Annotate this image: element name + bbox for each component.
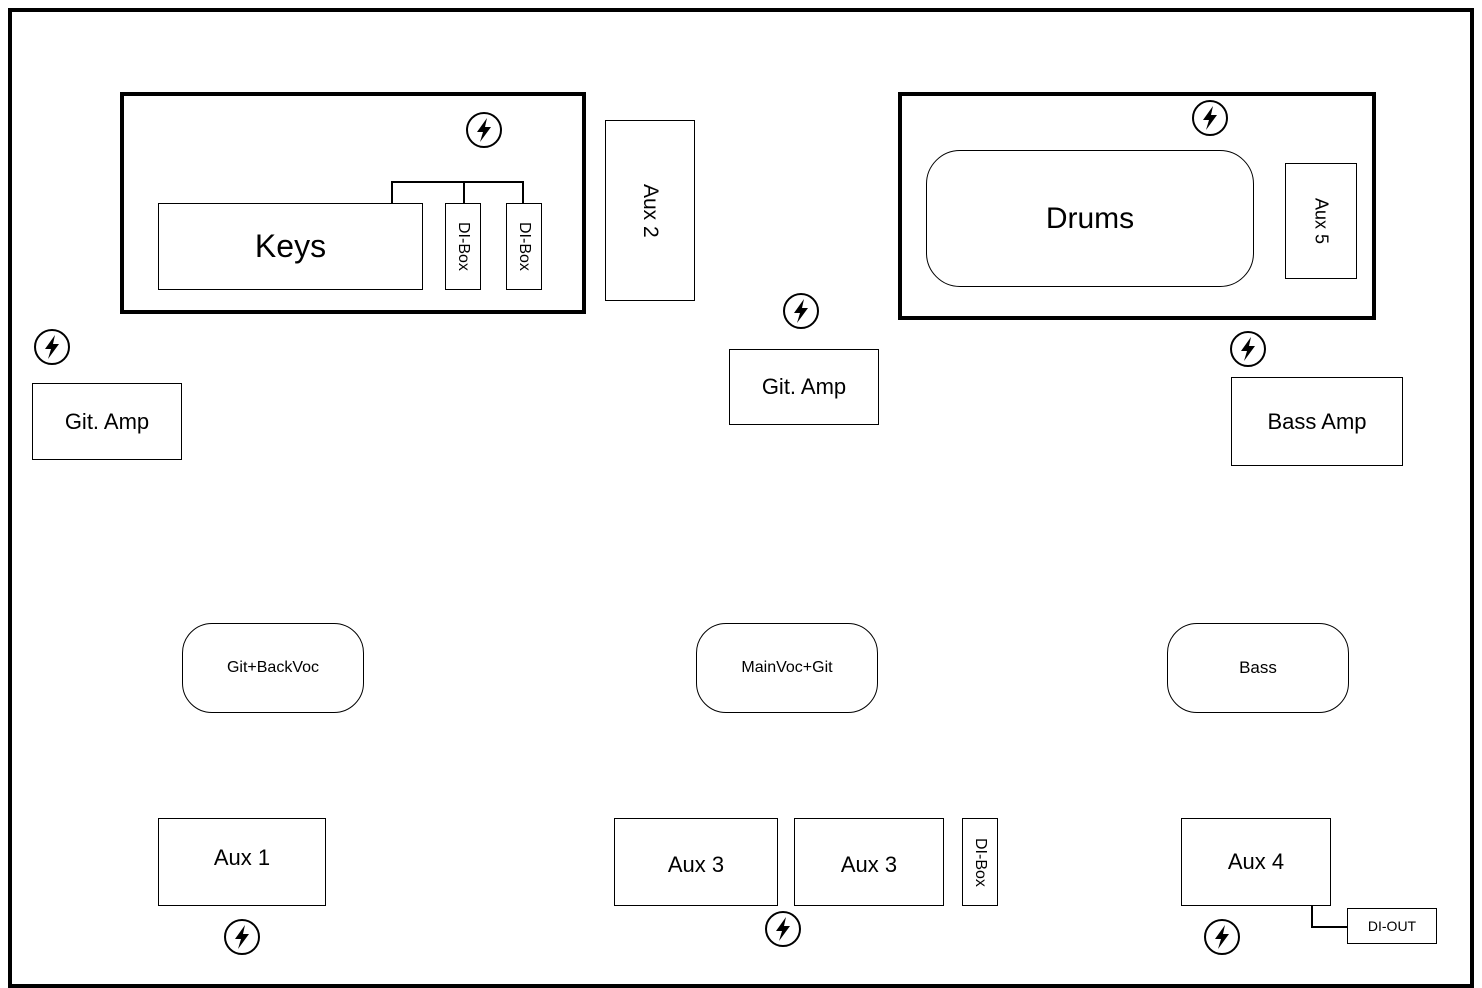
mainvoc-git-label: MainVoc+Git <box>741 659 833 676</box>
git-amp-left-label: Git. Amp <box>64 408 150 434</box>
di-box-2-label: DI-Box <box>516 222 533 271</box>
drums-riser <box>898 92 1376 320</box>
aux-2-label: Aux 2 <box>639 183 662 238</box>
git-amp-center-label: Git. Amp <box>761 374 847 399</box>
git-backvoc-position: Git+BackVoc <box>182 623 364 713</box>
power-outlet-icon <box>222 917 262 957</box>
mainvoc-git-position: MainVoc+Git <box>696 623 878 713</box>
power-outlet-icon <box>1202 917 1242 957</box>
aux-3-a-label: Aux 3 <box>667 852 725 877</box>
power-outlet-icon <box>1190 98 1230 138</box>
di-box-1-label: DI-Box <box>455 222 472 271</box>
aux-4-monitor: Aux 4 <box>1181 818 1331 906</box>
di-box-3: DI-Box <box>962 818 998 906</box>
keys-riser <box>120 92 586 314</box>
di-box-2: DI-Box <box>506 203 542 290</box>
aux-3-b-label: Aux 3 <box>840 852 898 877</box>
aux-4-label: Aux 4 <box>1227 849 1285 874</box>
aux-3-monitor-a: Aux 3 <box>614 818 778 906</box>
di-box-3-label: DI-Box <box>972 837 989 887</box>
aux-5-label: Aux 5 <box>1311 197 1332 245</box>
di-out-box: DI-OUT <box>1347 908 1437 944</box>
bass-position: Bass <box>1167 623 1349 713</box>
di-out-wire-horizontal <box>1311 926 1347 928</box>
bass-amp-label: Bass Amp <box>1267 408 1367 434</box>
power-outlet-icon <box>781 291 821 331</box>
drums-label: Drums <box>1045 201 1135 235</box>
keys-wire-drop-3 <box>522 181 524 203</box>
power-outlet-icon <box>1228 329 1268 369</box>
drums-box: Drums <box>926 150 1254 287</box>
power-outlet-icon <box>32 327 72 367</box>
keys-wire-drop-2 <box>463 181 465 203</box>
git-amp-left: Git. Amp <box>32 383 182 460</box>
power-outlet-icon <box>464 110 504 150</box>
power-outlet-icon <box>763 909 803 949</box>
bass-label: Bass <box>1239 658 1277 677</box>
aux-2-monitor: Aux 2 <box>605 120 695 301</box>
git-backvoc-label: Git+BackVoc <box>226 659 320 676</box>
keys-label: Keys <box>254 228 327 264</box>
keys-box: Keys <box>158 203 423 290</box>
aux-5-monitor: Aux 5 <box>1285 163 1357 279</box>
keys-wire-drop-1 <box>391 181 393 203</box>
aux-1-monitor: Aux 1 <box>158 818 326 906</box>
bass-amp: Bass Amp <box>1231 377 1403 466</box>
di-out-wire-vertical <box>1311 906 1313 927</box>
aux-1-label: Aux 1 <box>213 845 271 870</box>
keys-wire-top <box>391 181 523 183</box>
di-box-1: DI-Box <box>445 203 481 290</box>
aux-3-monitor-b: Aux 3 <box>794 818 944 906</box>
di-out-label: DI-OUT <box>1367 918 1417 934</box>
git-amp-center: Git. Amp <box>729 349 879 425</box>
